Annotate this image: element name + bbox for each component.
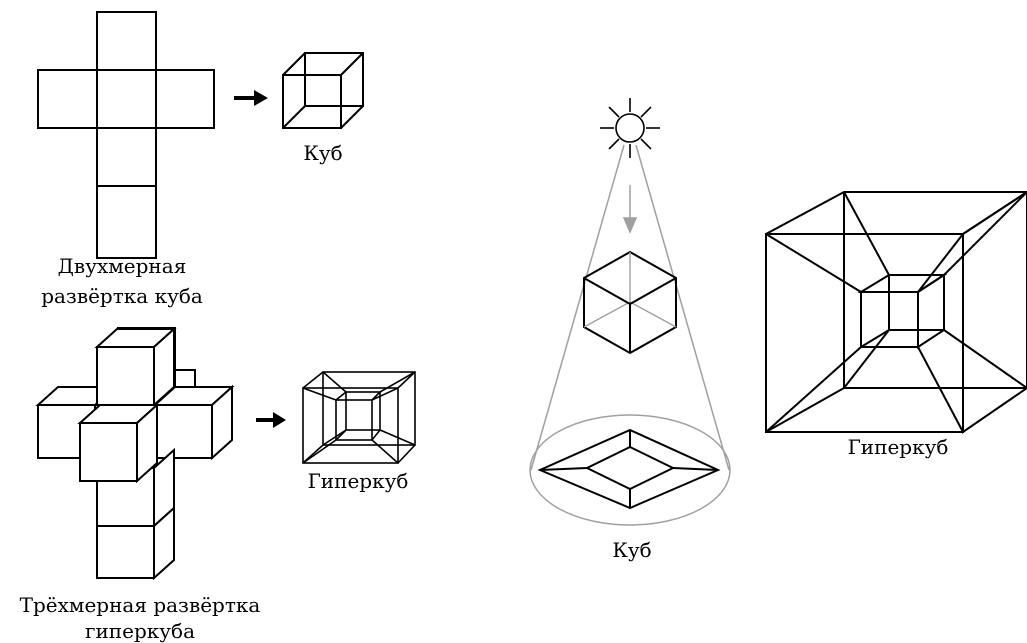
large-hypercube-wireframe (765, 190, 1027, 434)
small-cube-wireframe (282, 52, 364, 129)
net-3d-caption-line2: гиперкуба (85, 619, 195, 643)
right-arrow-icon (234, 90, 268, 106)
hypercube-3d-net (35, 326, 235, 581)
net-3d-caption-line1: Трёхмерная развёртка (20, 593, 261, 617)
cube-shadow-projection (537, 428, 721, 510)
small-hypercube-wireframe (302, 371, 416, 464)
light-ray-arrow (622, 185, 638, 234)
cube-label-top: Куб (303, 141, 342, 165)
hypercube-label-small: Гиперкуб (308, 469, 409, 493)
net-2d-caption-line2: развёртка куба (41, 284, 203, 308)
net-2d-caption-line1: Двухмерная (58, 254, 187, 278)
cube-2d-net (37, 11, 215, 259)
right-arrow-icon (256, 412, 286, 428)
light-cone (529, 144, 731, 526)
sun-icon (600, 98, 660, 158)
floating-cube-wireframe (583, 250, 677, 355)
cube-label-projection: Куб (612, 538, 651, 562)
hypercube-label-large: Гиперкуб (848, 435, 949, 459)
